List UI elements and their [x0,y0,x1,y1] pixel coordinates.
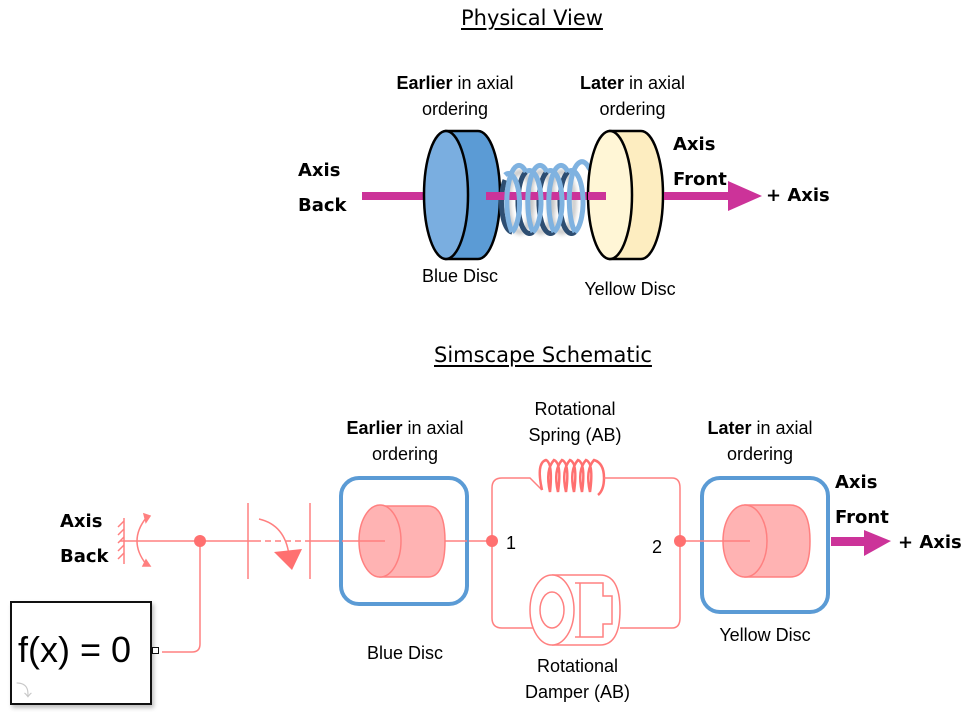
sch-port-2-label: 2 [651,537,662,557]
sch-axis-front-line2: Front [835,507,889,528]
sch-axis-back-label: Axis Back [60,504,109,574]
pv-earlier-label: Earlier in axial ordering [380,70,530,122]
sch-earlier-bold: Earlier [346,418,403,438]
sch-axis-back-line2: Back [60,546,109,567]
sch-axis-front-line1: Axis [835,472,878,493]
pv-earlier-bold: Earlier [396,73,453,93]
sch-rotational-spring-icon[interactable] [538,458,620,496]
sch-earlier-line2: ordering [371,444,439,464]
pv-yellow-disc-label: Yellow Disc [584,279,676,299]
pv-axis-front-line2: Front [673,169,727,190]
sch-spring-label: Rotational Spring (AB) [505,396,645,448]
sch-damper-line2: Damper (AB) [524,682,631,702]
pv-earlier-line2: ordering [421,99,489,119]
pv-later-label: Later in axial ordering [560,70,705,122]
sch-spring-line2: Spring (AB) [528,425,622,445]
pv-axis-back-line2: Back [298,195,347,216]
sch-later-label: Later in axial ordering [690,415,830,467]
pv-axis-back-line [362,192,442,200]
solver-configuration-block[interactable]: f(x) = 0 [10,601,152,705]
pv-plus-axis-label: + Axis [766,185,830,206]
sch-earlier-label: Earlier in axial ordering [330,415,480,467]
pv-yellow-disc [586,129,665,261]
pv-axis-back-line1: Axis [298,160,341,181]
sch-joint-icon [247,503,311,579]
pv-spring-front [503,159,606,234]
sch-plus-axis-arrow-icon [831,530,891,556]
pv-axis-inner-line [588,192,606,200]
pv-axis-middle-line [486,192,606,200]
schematic-title: Simscape Schematic [434,343,652,367]
pv-later-bold: Later [579,73,624,93]
pv-axis-front-label: Axis Front [673,127,727,197]
pv-blue-disc [422,129,502,261]
pv-later-rest: in axial [623,73,686,93]
pv-plus-axis-arrow-icon [664,181,762,211]
sch-port-2-node [674,535,686,547]
sch-damper-line1: Rotational [536,656,619,676]
sch-ground-reference-icon [117,512,152,567]
sch-damper-label: Rotational Damper (AB) [505,653,650,705]
sch-later-bold: Later [707,418,752,438]
sch-port-1-label: 1 [505,533,516,553]
pv-earlier-rest: in axial [452,73,514,93]
sch-plus-axis-label: + Axis [898,532,962,553]
sch-axis-front-label: Axis Front [835,465,889,535]
sch-later-rest: in axial [751,418,813,438]
pv-blue-disc-label: Blue Disc [421,266,499,286]
sch-yellow-disc-block[interactable] [700,476,830,614]
sch-junction-node [194,535,206,547]
solver-block-label: f(x) = 0 [18,629,132,670]
sch-later-line2: ordering [726,444,794,464]
sch-axis-back-line1: Axis [60,511,103,532]
sch-blue-disc-block[interactable] [339,476,469,606]
sch-earlier-rest: in axial [402,418,464,438]
sch-blue-disc-label: Blue Disc [366,643,444,663]
pv-axis-front-line1: Axis [673,134,716,155]
sch-rotational-damper-icon[interactable] [529,574,621,646]
pv-later-line2: ordering [599,99,666,119]
solver-block-port[interactable] [152,647,159,654]
solver-hint-icon: ⤵ [16,683,33,700]
sch-yellow-disc-label: Yellow Disc [719,625,811,645]
sch-port-1-node [486,535,498,547]
sch-spring-line1: Rotational [534,399,616,419]
physical-view-title: Physical View [461,6,603,30]
pv-axis-back-label: Axis Back [298,153,347,223]
